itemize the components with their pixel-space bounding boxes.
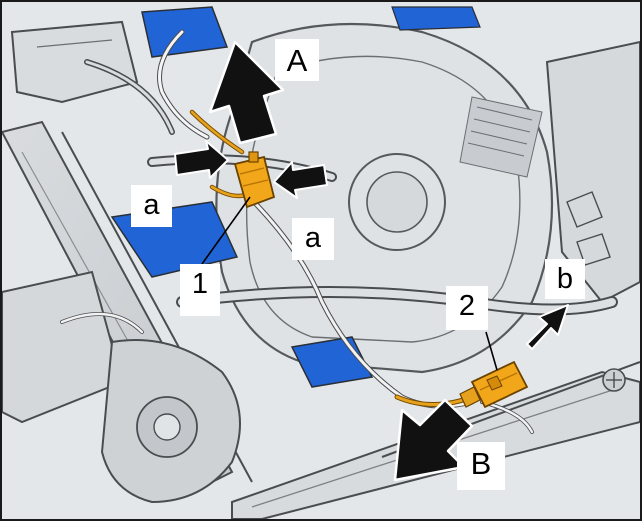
connector-2 (459, 360, 529, 409)
leader-line-2 (485, 331, 498, 371)
callout-tab-right: a (292, 218, 334, 260)
blue-strip-top (391, 6, 481, 31)
upper-left-bracket (10, 20, 175, 135)
seat-pan-inner (245, 55, 521, 343)
lower-left-housing (2, 270, 241, 504)
textured-pad (459, 96, 543, 178)
arrow-b-small-icon (526, 304, 569, 350)
tab-arrow-left-icon (174, 140, 229, 179)
leader-line-1 (201, 196, 251, 265)
tab-arrow-right-icon (273, 161, 328, 199)
callout-part-2: 2 (446, 286, 488, 330)
connector-1 (233, 151, 276, 209)
arrow-a-icon (208, 40, 285, 145)
seat-boss (366, 171, 428, 233)
callout-b-upper: B (457, 442, 505, 490)
callout-tab-left: a (131, 185, 172, 227)
seat-frame-right (545, 40, 640, 304)
callout-b-lower: b (545, 259, 585, 299)
callout-a-upper: A (275, 39, 319, 81)
callout-part-1: 1 (180, 264, 220, 316)
seat-boss-ring (348, 153, 446, 251)
